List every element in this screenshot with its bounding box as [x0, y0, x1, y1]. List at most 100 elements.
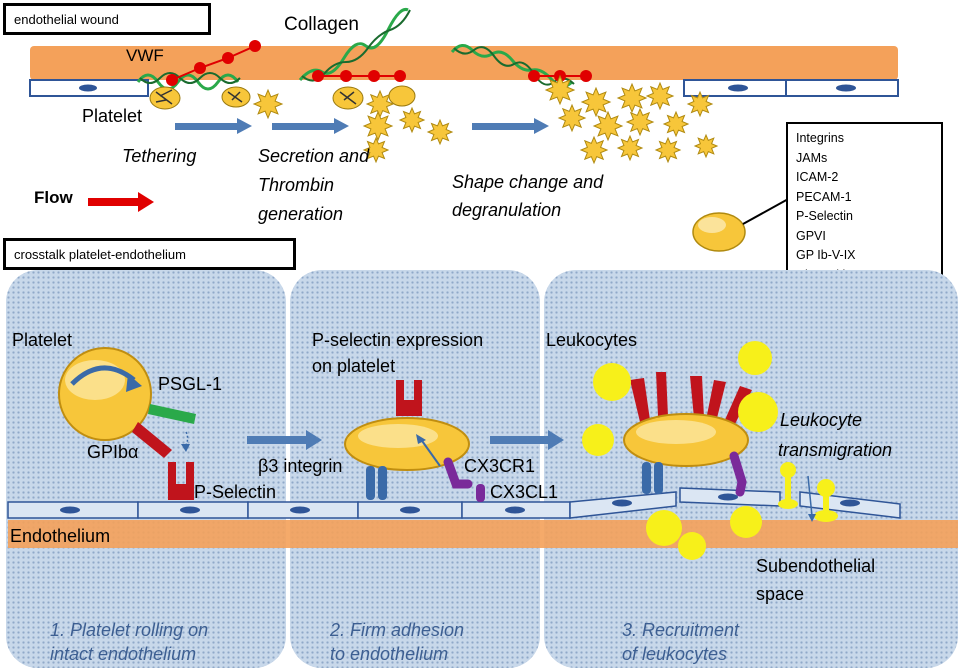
collagen-fiber — [450, 44, 574, 88]
cx3cl1-ligand — [476, 484, 485, 502]
pselectin-receptor — [396, 380, 422, 416]
stage-shape-change: Shape change and — [452, 172, 604, 192]
endothelial-wound-title-box: endothelial wound — [3, 3, 211, 35]
collagen-label: Collagen — [284, 14, 359, 35]
activated-platelet — [544, 74, 576, 106]
vessel-wall-top — [30, 46, 898, 80]
caption-line: 2. Firm adhesion — [330, 620, 465, 640]
stage-tethering: Tethering — [122, 146, 197, 166]
legend-item: GP Ib-V-IX — [796, 248, 856, 262]
legend-item: GPVI — [796, 228, 826, 243]
stage-thrombin: Thrombin — [258, 175, 335, 195]
pselectin-receptor — [168, 462, 194, 500]
stage-secretion: Secretion and — [258, 146, 370, 166]
panel1-platelet-label: Platelet — [12, 330, 73, 350]
transmigration-label-1: Leukocyte — [780, 410, 863, 430]
activated-platelet — [616, 82, 648, 114]
endothelium-label: Endothelium — [10, 526, 111, 546]
gpiba-label: GPIbα — [87, 442, 139, 462]
process-arrow — [175, 118, 252, 134]
activated-platelet — [645, 81, 675, 111]
activated-platelet — [362, 136, 390, 164]
legend-item: P-Selectin — [796, 209, 853, 223]
activated-platelet — [693, 133, 719, 159]
leukocyte — [582, 424, 614, 456]
pselectin-receptor — [630, 372, 752, 426]
vwf-strand — [312, 70, 406, 82]
cell-nucleus — [836, 84, 856, 92]
process-arrow — [472, 118, 549, 134]
psgl1-label: PSGL-1 — [158, 374, 223, 394]
legend-connector — [742, 197, 791, 225]
activated-platelet — [625, 107, 655, 137]
b3-integrin — [366, 466, 387, 500]
leukocytes-label: Leukocytes — [546, 330, 638, 350]
panel-recruitment — [544, 270, 958, 668]
legend-item: Integrins — [796, 131, 844, 145]
process-arrow — [490, 430, 564, 450]
legend-item: JAMs — [796, 150, 828, 165]
activated-platelet — [426, 118, 454, 146]
vwf-strand — [166, 40, 261, 86]
panel-platelet-rolling — [6, 270, 286, 668]
caption-line: 3. Recruitment — [622, 620, 740, 640]
cx3cr1-receptor — [443, 457, 473, 489]
legend-item: ICAM-2 — [796, 170, 839, 184]
panel2-caption: 2. Firm adhesion to endothelium — [330, 618, 464, 666]
cx3cl1-label: CX3CL1 — [490, 482, 559, 502]
activated-platelet — [662, 110, 690, 138]
b3-integrin-label: β3 integrin — [258, 456, 343, 476]
cx3cr1-receptor — [729, 451, 747, 497]
leukocyte — [646, 510, 682, 546]
cell-nucleus — [79, 84, 97, 92]
cx3cr1-label: CX3CR1 — [464, 456, 536, 476]
crosstalk-title-box: crosstalk platelet-endothelium — [3, 238, 296, 270]
transmigrating-leukocyte — [778, 462, 838, 522]
flow-arrow — [88, 192, 154, 212]
stage-degranulation: degranulation — [452, 200, 562, 220]
vwf-label: VWF — [126, 46, 164, 65]
subendothelial-label-2: space — [756, 584, 805, 604]
caption-line: 1. Platelet rolling on — [50, 620, 209, 640]
caption-line: of leukocytes — [622, 644, 728, 664]
leukocyte — [678, 532, 706, 560]
activated-platelet — [557, 103, 587, 133]
activated-platelet — [686, 90, 714, 118]
panel2-title-line2: on platelet — [312, 356, 396, 376]
process-arrow — [247, 430, 322, 450]
cell-nucleus — [728, 84, 748, 92]
subendothelium-band — [8, 520, 958, 548]
caption-line: to endothelium — [330, 644, 449, 664]
stage-generation: generation — [258, 204, 344, 224]
panel3-caption: 3. Recruitment of leukocytes — [622, 618, 739, 666]
activated-platelet — [654, 136, 682, 164]
gpiba-receptor — [132, 422, 172, 458]
activated-platelet — [592, 110, 624, 142]
collagen-fiber — [139, 72, 241, 84]
panel1-caption: 1. Platelet rolling on intact endotheliu… — [50, 618, 208, 666]
platelet-label: Platelet — [82, 106, 143, 126]
leukocyte — [593, 363, 631, 401]
pselectin-label: P-Selectin — [194, 482, 277, 502]
panel2-title-line1: P-selectin expression — [312, 330, 484, 350]
process-arrow — [272, 118, 349, 134]
subendothelial-label-1: Subendothelial — [756, 556, 876, 576]
activated-platelet — [580, 86, 612, 118]
activated-platelet — [579, 135, 609, 165]
leukocyte — [738, 392, 778, 432]
flow-label: Flow — [34, 188, 73, 207]
b3-integrin — [642, 462, 663, 494]
activated-platelet — [616, 134, 644, 162]
activated-platelet — [365, 89, 395, 119]
activated-platelet — [252, 88, 284, 120]
psgl1-receptor — [148, 404, 196, 424]
legend-item: PECAM-1 — [796, 189, 852, 204]
caption-line: intact endothelium — [50, 644, 197, 664]
activated-platelet — [362, 110, 394, 142]
leukocyte — [730, 506, 762, 538]
activated-platelet — [398, 106, 426, 134]
transmigration-label-2: transmigration — [778, 440, 893, 460]
leukocyte — [738, 341, 772, 375]
